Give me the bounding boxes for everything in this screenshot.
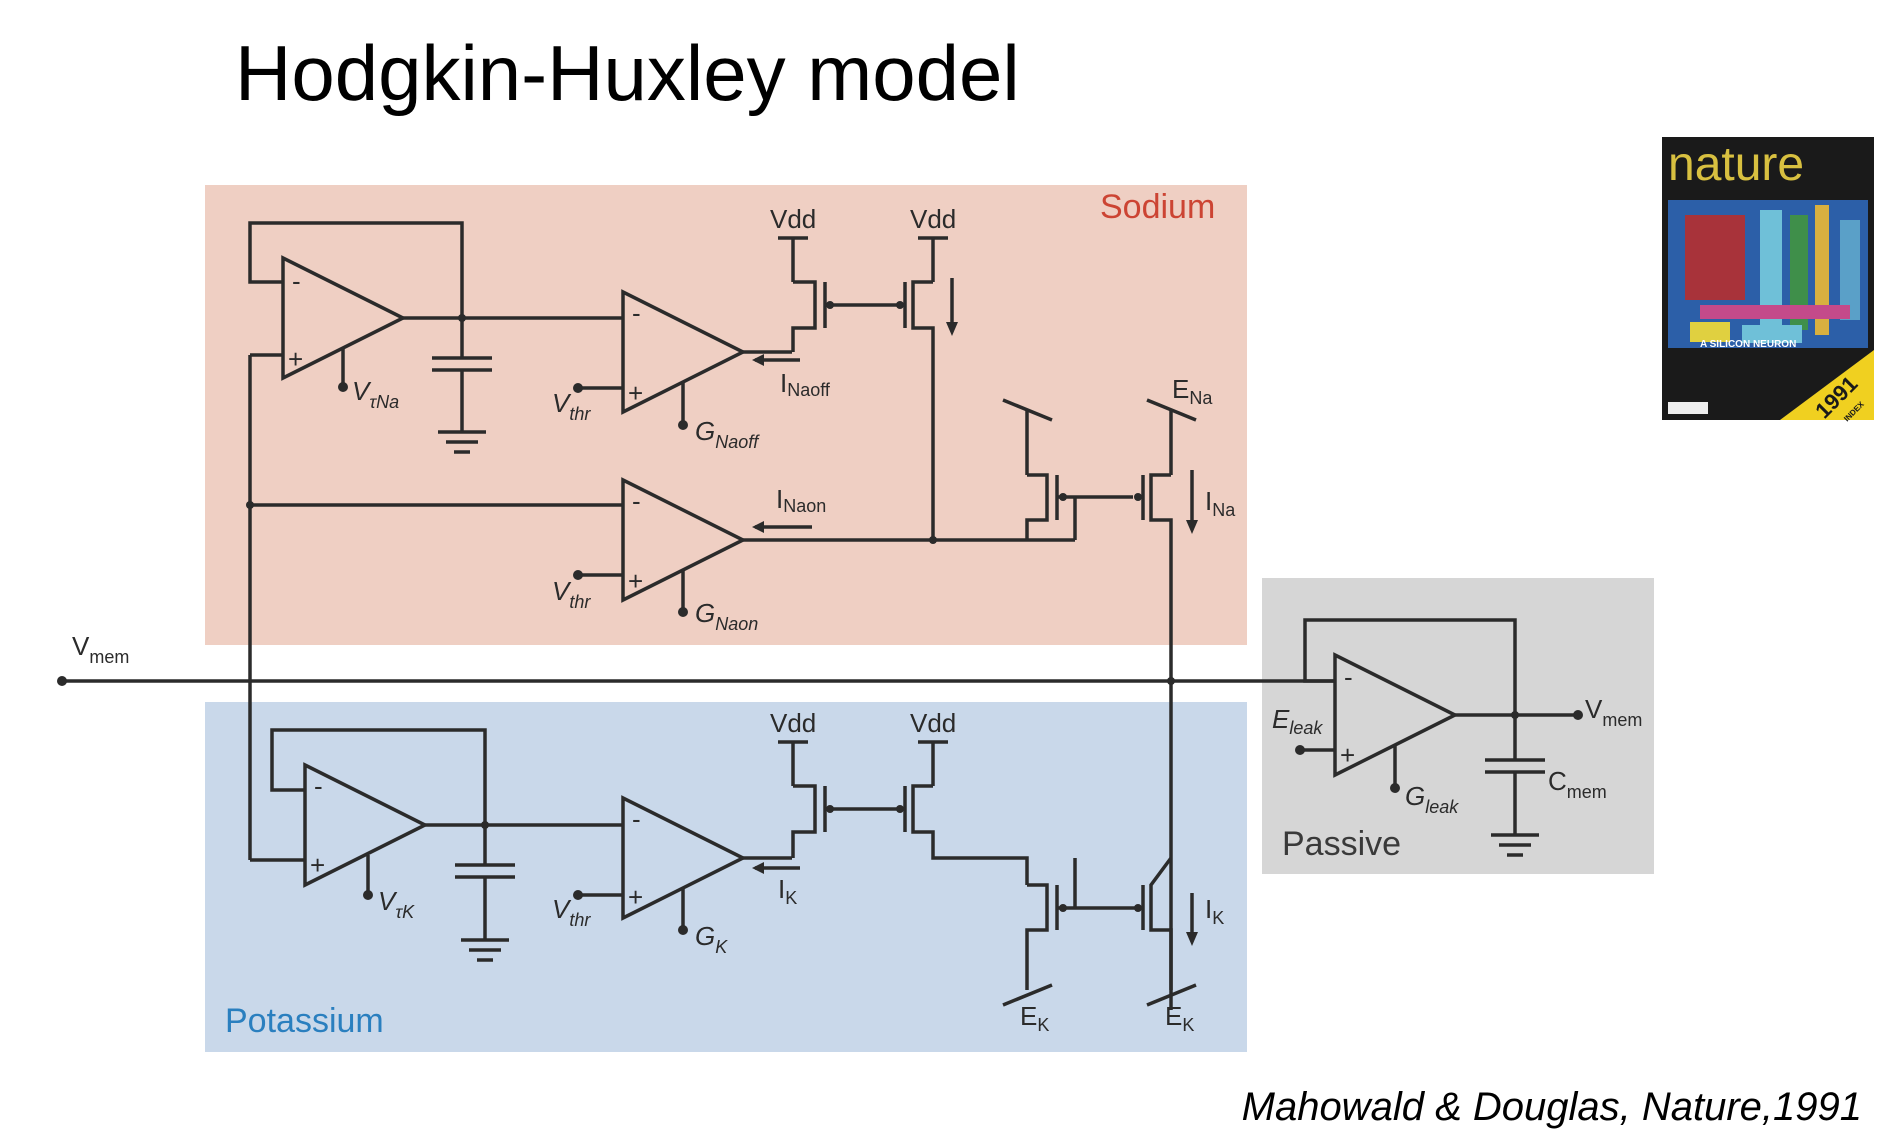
i-naoff-label: INaoff bbox=[780, 368, 831, 400]
i-na-label: INa bbox=[1205, 486, 1236, 520]
i-k-label-2: IK bbox=[1205, 894, 1224, 928]
v-tau-na-label: VτNa bbox=[352, 376, 399, 412]
vdd-label-k-2: Vdd bbox=[910, 708, 956, 738]
k-opamp: - + bbox=[573, 795, 792, 935]
left-bus-wires bbox=[246, 353, 623, 862]
v-tau-k-label: VτK bbox=[378, 886, 415, 922]
vmem-input-label: Vmem bbox=[72, 631, 129, 667]
vthr-label-2: Vthr bbox=[552, 576, 591, 612]
svg-text:+: + bbox=[628, 566, 643, 596]
svg-text:-: - bbox=[292, 266, 301, 296]
nature-cover-image: nature A SILICON NEURON 1991 INDEX bbox=[1662, 137, 1874, 423]
vdd-label-na-2: Vdd bbox=[910, 204, 956, 234]
svg-text:+: + bbox=[628, 378, 643, 408]
svg-text:-: - bbox=[314, 771, 323, 801]
potassium-region bbox=[205, 702, 1247, 1052]
sodium-label: Sodium bbox=[1100, 188, 1215, 226]
passive-region bbox=[1262, 578, 1654, 874]
na-opamp-on: - + bbox=[573, 477, 1075, 617]
g-naoff-label: GNaoff bbox=[695, 416, 760, 452]
passive-label: Passive bbox=[1282, 825, 1401, 863]
na-current-mirror bbox=[778, 236, 958, 540]
e-leak-label: Eleak bbox=[1272, 704, 1323, 738]
svg-text:-: - bbox=[632, 804, 641, 834]
na-opamp-off: - + bbox=[573, 289, 792, 430]
svg-text:+: + bbox=[628, 882, 643, 912]
k-output-transistors bbox=[1002, 856, 1198, 1007]
i-k-label-1: IK bbox=[778, 874, 797, 908]
svg-text:+: + bbox=[310, 850, 325, 880]
svg-text:-: - bbox=[632, 298, 641, 328]
vthr-label-1: Vthr bbox=[552, 388, 591, 424]
nature-headline: A SILICON NEURON bbox=[1700, 339, 1796, 350]
sodium-region bbox=[205, 185, 1247, 645]
i-k-arrow-1 bbox=[752, 862, 800, 874]
passive-opamp: - + bbox=[1295, 618, 1583, 857]
g-leak-label: Gleak bbox=[1405, 781, 1459, 817]
vthr-label-3: Vthr bbox=[552, 894, 591, 930]
i-naoff-arrow bbox=[752, 354, 800, 366]
vmem-rail bbox=[57, 676, 1335, 686]
i-naon-label: INaon bbox=[776, 484, 826, 516]
vdd-label-k-1: Vdd bbox=[770, 708, 816, 738]
g-k-label: GK bbox=[695, 921, 728, 957]
potassium-label: Potassium bbox=[225, 1002, 384, 1040]
g-naon-label: GNaon bbox=[695, 598, 758, 634]
e-k-label-1: EK bbox=[1020, 1001, 1049, 1035]
e-na-label: ENa bbox=[1172, 374, 1213, 408]
na-output-transistors bbox=[1002, 398, 1198, 1010]
svg-text:-: - bbox=[632, 486, 641, 516]
i-naon-arrow bbox=[752, 521, 812, 533]
k-capacitor bbox=[455, 825, 515, 962]
na-capacitor bbox=[432, 318, 492, 454]
vdd-label-na-1: Vdd bbox=[770, 204, 816, 234]
c-mem-label: Cmem bbox=[1548, 766, 1607, 802]
e-k-label-2: EK bbox=[1165, 1001, 1194, 1035]
na-opamp-tau: - + bbox=[248, 221, 623, 392]
vmem-output-label: Vmem bbox=[1585, 694, 1642, 730]
svg-text:+: + bbox=[1340, 740, 1355, 770]
nature-masthead: nature bbox=[1668, 138, 1804, 191]
svg-text:+: + bbox=[288, 344, 303, 374]
k-current-mirror bbox=[778, 740, 1029, 885]
k-opamp-tau: - + bbox=[270, 728, 623, 900]
citation: Mahowald & Douglas, Nature,1991 bbox=[1241, 1085, 1862, 1129]
svg-text:-: - bbox=[1344, 662, 1353, 692]
page-title: Hodgkin-Huxley model bbox=[235, 29, 1020, 117]
